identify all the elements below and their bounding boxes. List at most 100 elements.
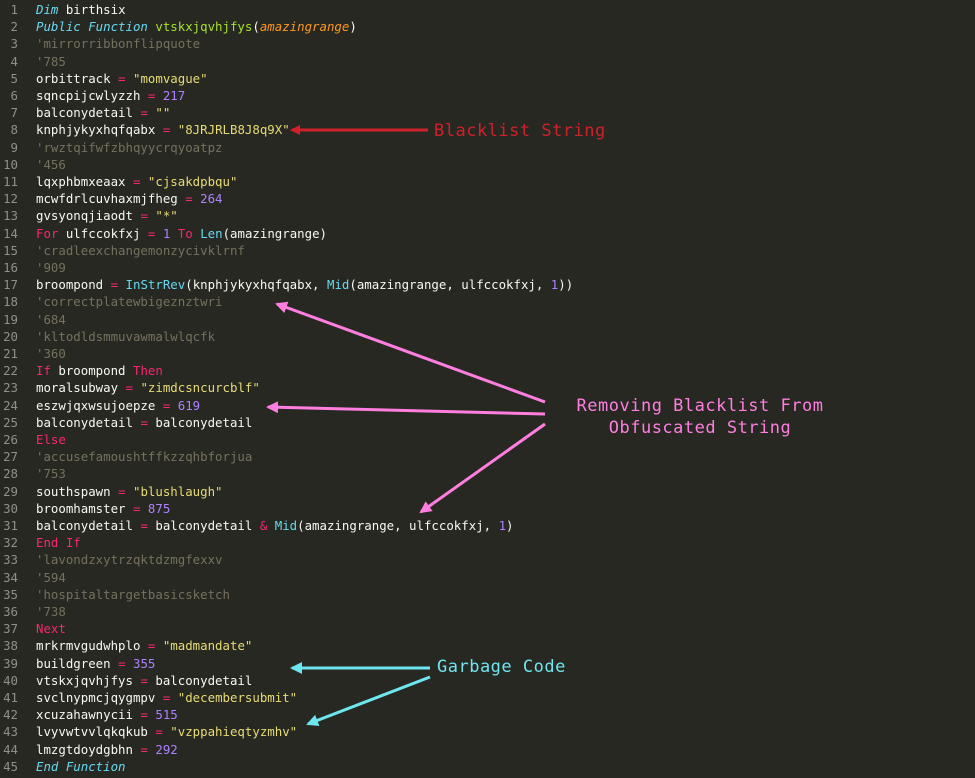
code-token: "": [155, 105, 171, 121]
code-text: balconydetail = balconydetail & Mid(amaz…: [36, 517, 514, 534]
line-number: 39: [3, 655, 18, 671]
code-line: 16'909: [0, 259, 975, 276]
line-number: 16: [3, 260, 18, 275]
code-token: balconydetail: [147, 414, 253, 430]
code-token: '360: [36, 346, 66, 361]
code-token: vtskxjqvhjfys: [36, 672, 141, 688]
line-number: 38: [3, 638, 18, 654]
line-number: 5: [10, 70, 18, 86]
code-token: "zimdcsncurcblf": [140, 380, 260, 396]
code-token: moralsubway: [36, 380, 126, 396]
code-token: =: [162, 397, 171, 413]
line-number: 19: [3, 311, 18, 327]
code-token: mrkrmvgudwhplo: [36, 638, 148, 654]
code-token: =: [185, 191, 193, 207]
code-token: (: [252, 19, 260, 35]
code-text: '738: [36, 603, 66, 620]
code-text: '684: [36, 311, 66, 328]
code-token: "blushlaugh": [133, 483, 223, 499]
code-token: "momvague": [133, 70, 208, 86]
code-text: mcwfdrlcuvhaxmjfheg = 264: [36, 190, 223, 207]
line-number: 11: [3, 174, 18, 189]
code-text: End If: [36, 534, 81, 551]
code-token: =: [140, 741, 148, 757]
code-token: eszwjqxwsujoepze: [36, 397, 163, 413]
line-number-gutter: [0, 0, 28, 778]
code-token: )): [558, 277, 574, 293]
line-number: 30: [3, 500, 18, 516]
line-number: 20: [3, 328, 18, 344]
code-token: 'hospitaltargetbasicsketch: [36, 586, 230, 602]
code-token: balconydetail: [36, 518, 141, 533]
code-line: 34'594: [0, 569, 975, 586]
code-token: =: [140, 105, 148, 121]
code-token: 'rwztqifwfzbhqyycrqyoatpz: [36, 139, 223, 155]
code-token: InStrRev: [125, 277, 186, 293]
code-token: balconydetail: [147, 518, 260, 533]
code-text: Next: [36, 620, 66, 637]
code-token: =: [132, 174, 141, 189]
code-token: =: [162, 690, 171, 705]
code-token: '753: [36, 466, 66, 482]
code-token: balconydetail: [147, 672, 253, 688]
code-token: '594: [36, 569, 66, 585]
code-token: orbittrack: [36, 70, 119, 86]
code-token: ulfccokfxj: [58, 225, 148, 241]
code-line: 42 xcuzahawnycii = 515: [0, 706, 975, 723]
line-number: 12: [3, 191, 18, 207]
line-number: 25: [3, 414, 18, 430]
line-number: 4: [10, 53, 18, 69]
code-token: Mid: [274, 518, 298, 533]
code-line: 4'785: [0, 53, 975, 70]
code-line: 33'lavondzxytrzqktdzmgfexxv: [0, 551, 975, 568]
code-text: '753: [36, 465, 66, 482]
code-text: Public Function vtskxjqvhjfys(amazingran…: [36, 18, 357, 35]
line-number: 13: [3, 208, 18, 224]
code-token: amazingrange: [259, 19, 350, 35]
code-token: =: [147, 638, 156, 654]
code-token: ): [506, 518, 514, 533]
code-token: broompond: [36, 277, 111, 293]
code-token: Dim: [36, 2, 59, 17]
code-token: For: [36, 225, 59, 241]
line-number: 7: [10, 105, 18, 121]
line-number: 9: [10, 139, 18, 155]
code-text: 'kltodldsmmuvawmalwlqcfk: [36, 328, 215, 345]
code-line: 15'cradleexchangemonzycivklrnf: [0, 242, 975, 259]
code-text: buildgreen = 355: [36, 655, 155, 672]
line-number: 3: [10, 36, 18, 52]
line-number: 8: [10, 122, 18, 138]
code-token: Then: [132, 363, 163, 379]
line-number: 28: [3, 466, 18, 482]
code-token: 'kltodldsmmuvawmalwlqcfk: [36, 328, 216, 344]
line-number: 29: [3, 483, 18, 499]
code-token: 217: [162, 88, 186, 103]
code-token: southspawn: [36, 483, 119, 499]
code-text: xcuzahawnycii = 515: [36, 706, 178, 723]
code-text: '360: [36, 345, 66, 362]
line-number: 42: [3, 707, 18, 723]
code-token: "8JRJRLB8J8q9X": [177, 122, 290, 138]
code-text: Else: [36, 431, 66, 448]
code-token: =: [155, 724, 163, 740]
code-token: Public Function: [36, 19, 148, 35]
removing-annotation: Removing Blacklist From Obfuscated Strin…: [555, 396, 845, 438]
code-token: 875: [147, 500, 171, 516]
code-line: 20 'kltodldsmmuvawmalwlqcfk: [0, 328, 975, 345]
